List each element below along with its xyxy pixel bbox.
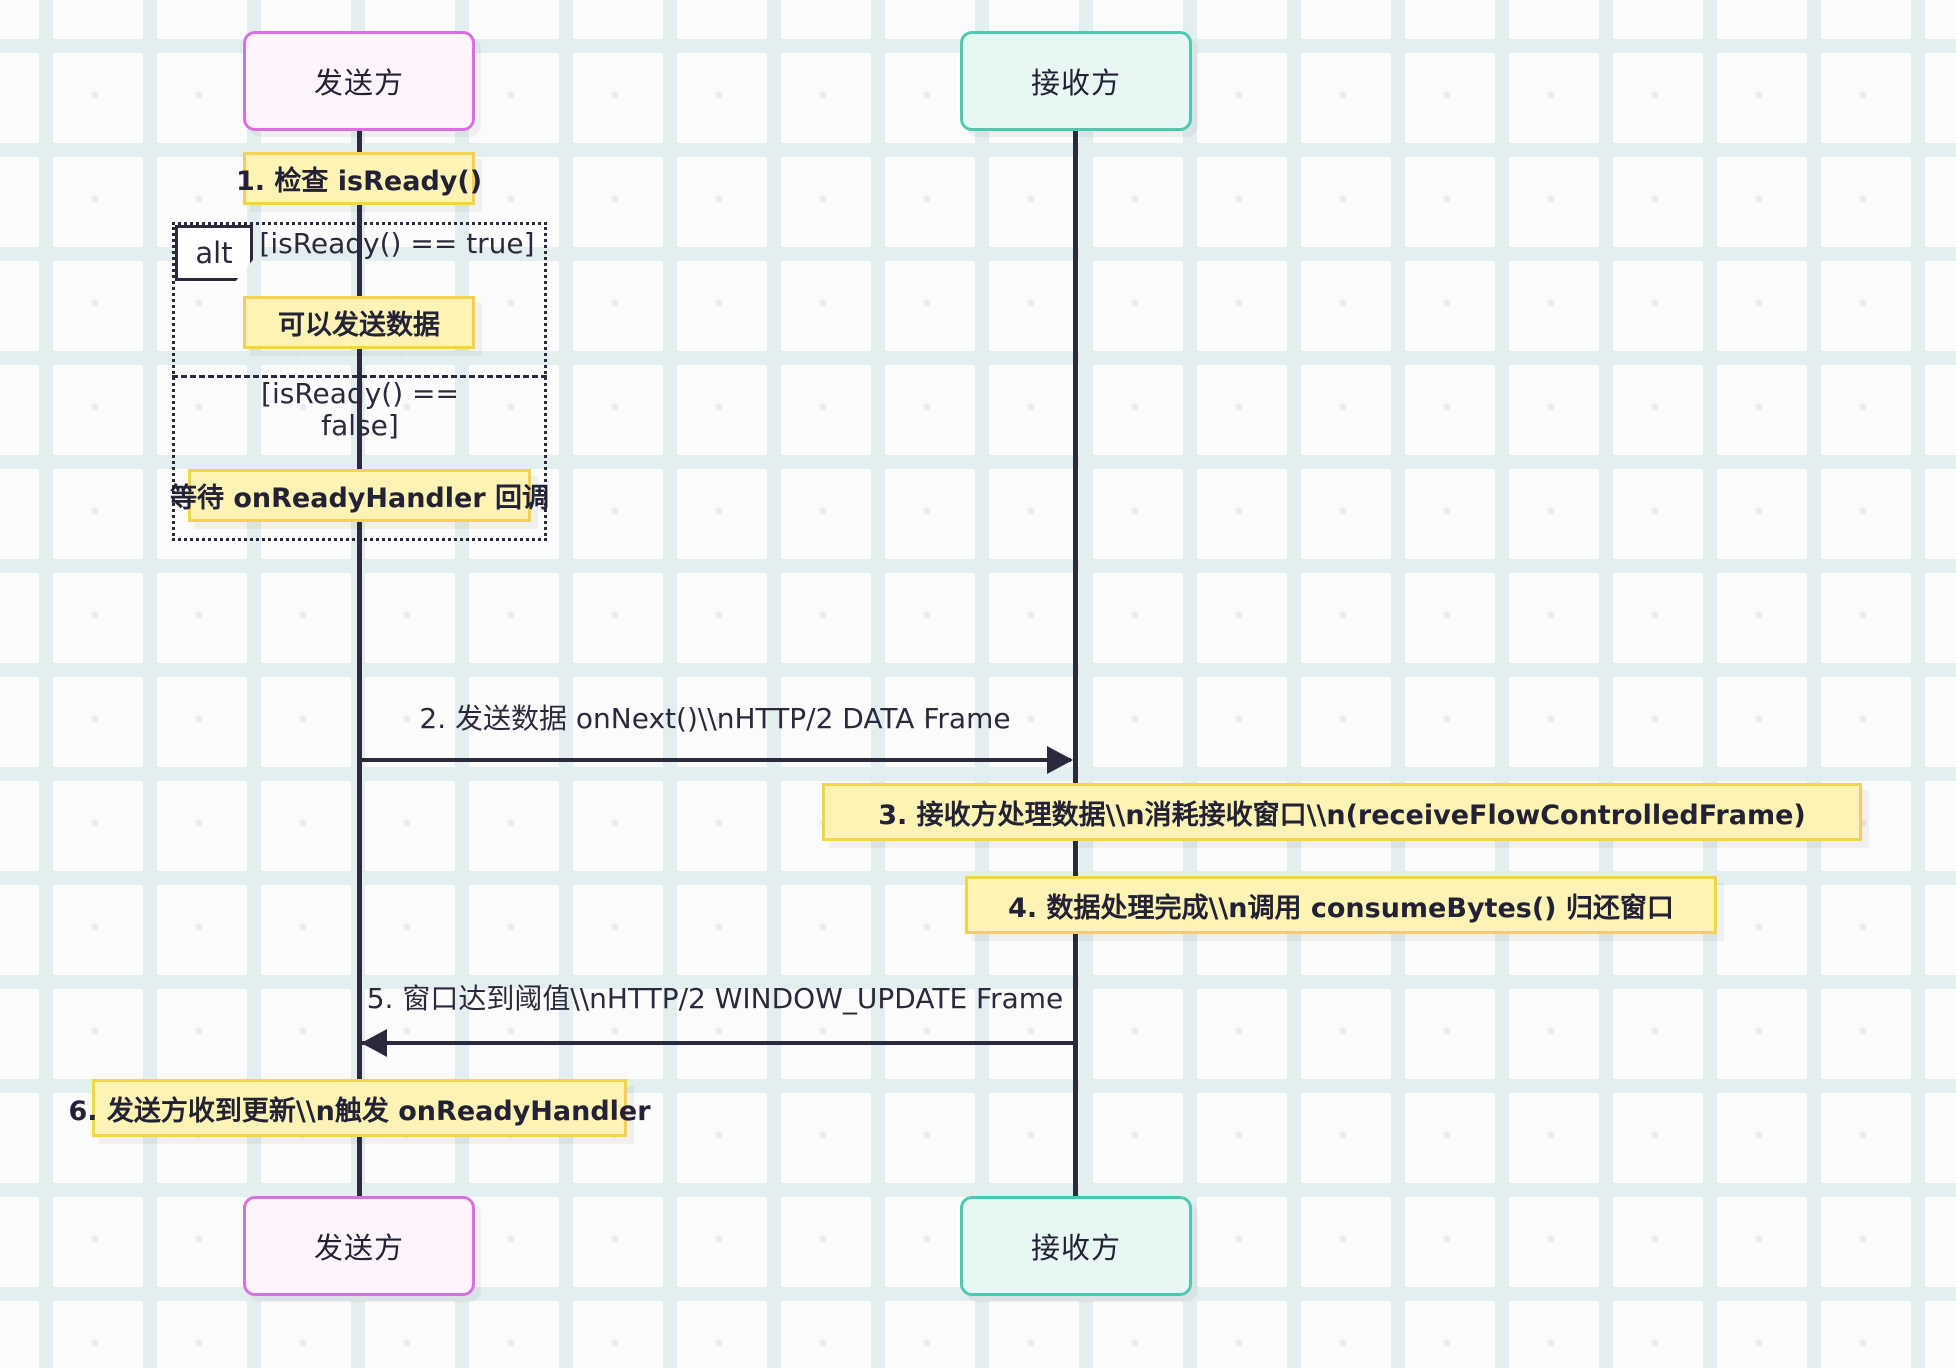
note-can-send-data[interactable]: 可以发送数据: [243, 296, 475, 349]
note-wait-onreadyhandler[interactable]: 等待 onReadyHandler 回调: [170, 469, 549, 522]
alt-label-box: alt: [175, 225, 253, 281]
note-text: 3. 接收方处理数据\\n消耗接收窗口\\n(receiveFlowContro…: [878, 799, 1806, 831]
alt-fragment-box: [172, 222, 547, 541]
message-label-send-data: 2. 发送数据 onNext()\\nHTTP/2 DATA Frame: [419, 702, 1011, 735]
note-receiver-processing[interactable]: 3. 接收方处理数据\\n消耗接收窗口\\n(receiveFlowContro…: [822, 783, 1862, 841]
participant-sender-top[interactable]: 发送方: [243, 31, 475, 131]
participant-label: 接收方: [1030, 66, 1121, 100]
alt-condition-false: [isReady() == false]: [261, 377, 459, 443]
lifeline-sender: [357, 130, 362, 1215]
alt-label-text: alt: [195, 236, 233, 270]
message-line-send-data: [359, 758, 1071, 762]
note-text: 6. 发送方收到更新\\n触发 onReadyHandler: [68, 1095, 651, 1127]
participant-sender-bottom[interactable]: 发送方: [243, 1196, 475, 1296]
note-sender-received-update[interactable]: 6. 发送方收到更新\\n触发 onReadyHandler: [68, 1079, 651, 1137]
participant-label: 接收方: [1030, 1231, 1121, 1265]
participant-receiver-top[interactable]: 接收方: [960, 31, 1192, 131]
message-line-window-update: [359, 1041, 1073, 1045]
participant-receiver-bottom[interactable]: 接收方: [960, 1196, 1192, 1296]
note-text: 4. 数据处理完成\\n调用 consumeBytes() 归还窗口: [1008, 892, 1674, 924]
alt-condition-true: [isReady() == true]: [259, 227, 535, 260]
message-arrowhead-window-update: [361, 1029, 387, 1057]
lifeline-receiver: [1073, 130, 1078, 1215]
participant-label: 发送方: [313, 1231, 404, 1265]
alt-divider-line: [172, 375, 547, 378]
message-arrowhead-send-data: [1047, 746, 1073, 774]
note-text: 1. 检查 isReady(): [235, 166, 483, 197]
note-text: 可以发送数据: [278, 310, 440, 341]
note-text: 等待 onReadyHandler 回调: [169, 483, 550, 514]
note-consume-bytes[interactable]: 4. 数据处理完成\\n调用 consumeBytes() 归还窗口: [965, 876, 1717, 934]
message-label-window-update: 5. 窗口达到阈值\\nHTTP/2 WINDOW_UPDATE Frame: [366, 982, 1064, 1015]
note-check-isready[interactable]: 1. 检查 isReady(): [236, 152, 482, 205]
participant-label: 发送方: [313, 66, 404, 100]
